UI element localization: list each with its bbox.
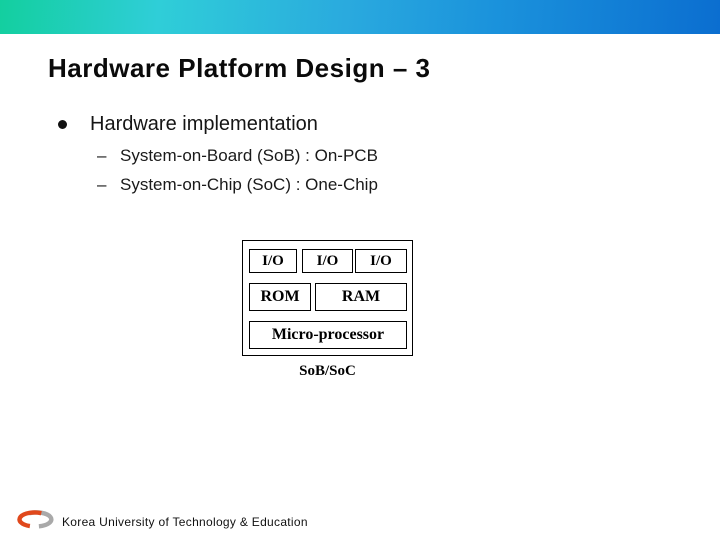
- sob-soc-block-diagram: I/O I/O I/O ROM RAM Micro-processor: [242, 240, 413, 356]
- sub-bullet-label: System-on-Board (SoB) : On-PCB: [120, 146, 378, 165]
- bullet-label: Hardware implementation: [90, 113, 318, 135]
- rom-block: ROM: [249, 283, 311, 311]
- ram-block: RAM: [315, 283, 407, 311]
- dash-bullet-icon: –: [97, 175, 107, 194]
- footer-university-name: Korea University of Technology & Educati…: [62, 515, 308, 529]
- sub-bullet-soc: – System-on-Chip (SoC) : One-Chip: [97, 175, 378, 195]
- sub-bullet-label: System-on-Chip (SoC) : One-Chip: [120, 175, 378, 194]
- title-gradient-bar: [0, 0, 720, 34]
- bullet-dot-icon: [58, 120, 67, 129]
- io-block: I/O: [249, 249, 297, 273]
- page-title: Hardware Platform Design – 3: [48, 53, 431, 84]
- micro-processor-block: Micro-processor: [249, 321, 407, 349]
- sub-bullet-sob: – System-on-Board (SoB) : On-PCB: [97, 146, 378, 166]
- bullet-item: Hardware implementation: [58, 113, 318, 136]
- io-block: I/O: [302, 249, 353, 273]
- university-logo-icon: [15, 510, 55, 535]
- io-block: I/O: [355, 249, 407, 273]
- diagram-caption: SoB/SoC: [299, 363, 356, 379]
- dash-bullet-icon: –: [97, 146, 107, 165]
